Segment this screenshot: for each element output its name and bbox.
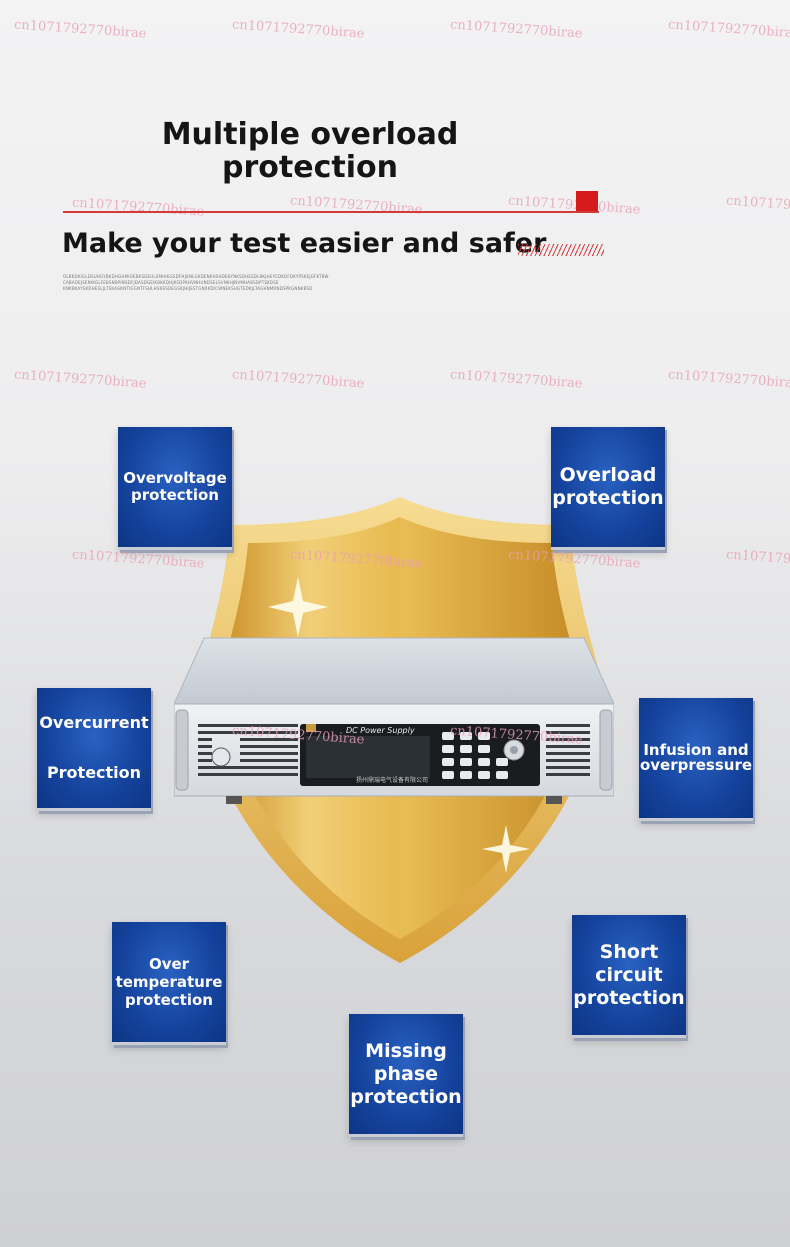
card-infusion-overpressure: Infusion and overpressure xyxy=(639,698,753,821)
card-overload-protection: Overload protection xyxy=(551,427,665,550)
watermark: cn1071792770birae xyxy=(71,195,205,220)
subtitle: Make your test easier and safer xyxy=(62,228,547,259)
watermark: cn1071792770birae xyxy=(449,17,583,42)
dc-power-supply-image xyxy=(174,637,614,804)
watermark: cn1071792770birae xyxy=(725,193,790,218)
card-label: Overvoltage protection xyxy=(123,469,227,504)
card-short-circuit-protection: Short circuit protection xyxy=(572,915,686,1038)
card-label: Infusion and overpressure xyxy=(639,741,753,774)
card-over-temperature-protection: Over temperature protection xyxy=(112,922,226,1045)
fine-print: OLBKDKIGLDSUHGYBKDHGHMIOEBKSDEULSMHIKGSD… xyxy=(63,274,329,291)
page-title: Multiple overload protection xyxy=(150,118,470,184)
card-overcurrent-protection: Overcurrent Protection xyxy=(37,688,151,811)
hatch-decoration xyxy=(518,244,604,256)
card-label: Short circuit protection xyxy=(573,940,685,1009)
watermark: cn1071792770birae xyxy=(289,193,423,218)
watermark: cn1071792770birae xyxy=(71,547,205,572)
watermark: cn1071792770birae xyxy=(231,367,365,392)
watermark: cn1071792770birae xyxy=(449,367,583,392)
red-square-accent xyxy=(576,191,598,211)
card-label: Overload protection xyxy=(552,464,664,509)
card-label-line-1: Overcurrent xyxy=(39,713,149,732)
card-label-line-2: Protection xyxy=(46,763,142,782)
card-missing-phase-protection: Missing phase protection xyxy=(349,1014,463,1137)
card-label: Missing phase protection xyxy=(350,1039,462,1108)
device-brand-plate: 扬州鼎瑞电气设备有限公司 xyxy=(356,777,429,784)
title-line-2: protection xyxy=(222,150,398,185)
watermark: cn1071792770birae xyxy=(507,193,641,218)
title-line-1: Multiple overload xyxy=(161,117,459,152)
card-overvoltage-protection: Overvoltage protection xyxy=(118,427,232,550)
red-divider xyxy=(63,211,599,213)
watermark: cn1071792770birae xyxy=(231,17,365,42)
device-label: DC Power Supply xyxy=(346,726,415,735)
card-label: Over temperature protection xyxy=(115,955,223,1009)
watermark: cn1071792770birae xyxy=(667,17,790,42)
watermark: cn1071792770birae xyxy=(13,367,147,392)
watermark: cn1071792770birae xyxy=(667,367,790,392)
watermark: cn1071792770birae xyxy=(725,547,790,572)
watermark: cn1071792770birae xyxy=(13,17,147,42)
